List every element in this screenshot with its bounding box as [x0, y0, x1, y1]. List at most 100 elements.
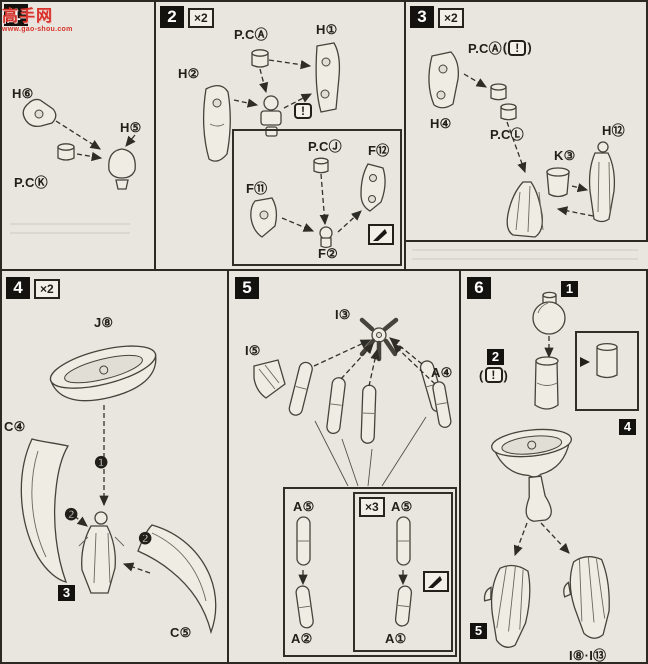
- part-c5-drawing: [137, 524, 217, 635]
- sequence-1-marker: ❶: [94, 455, 109, 472]
- step-4-panel: 4 ×2 J⑧ C④ ❶ ❷ ❷ 3 C⑤: [0, 269, 229, 664]
- sequence-2-marker: ❷: [64, 507, 79, 524]
- step-2-art: [202, 42, 386, 249]
- part-label-j8: J⑧: [94, 315, 114, 330]
- callout-lines: [314, 416, 427, 487]
- step-3-art: [428, 51, 616, 238]
- assembly-arrow: [67, 510, 88, 527]
- sub-step-5-square: 5: [470, 623, 487, 639]
- part-pcl-drawing: [490, 83, 517, 121]
- detail-box: [575, 331, 639, 411]
- part-label-k3: K③: [554, 148, 576, 163]
- paren-open: (: [502, 40, 508, 55]
- step-number: 6: [467, 277, 491, 299]
- part-label-f12: F⑫: [368, 143, 390, 158]
- sub-step-2-square: 2: [487, 349, 504, 365]
- part-label-h12: H⑫: [602, 123, 625, 138]
- part-skirt-drawing: [506, 181, 544, 238]
- quantity-box: ×2: [438, 8, 464, 28]
- part-a4-drawing: [432, 381, 452, 429]
- part-f2-drawing: [319, 226, 333, 249]
- caution-icon: !: [294, 102, 312, 120]
- caution-icon: !: [484, 367, 503, 383]
- assembly-arrow: [268, 59, 312, 70]
- part-label-h6: H⑥: [12, 86, 34, 101]
- part-h1-drawing: [315, 42, 341, 113]
- assembly-arrow: [319, 173, 329, 226]
- assembly-arrow: [55, 120, 101, 150]
- step-number: 5: [235, 277, 259, 299]
- paren-close: ): [527, 40, 532, 55]
- part-hand-right-drawing: [563, 556, 610, 639]
- part-finger-drawing: [288, 361, 313, 416]
- assembly-arrow: [313, 339, 372, 367]
- part-label-pcj: P.CⒿ: [308, 139, 342, 154]
- assembly-arrow: [281, 217, 315, 232]
- step-6-panel: 6 1 2 ( ! ) 4 5 I⑧·I⑬: [459, 269, 648, 664]
- assembly-arrow: [337, 210, 362, 233]
- part-j8-drawing: [49, 345, 157, 402]
- sub-assembly-box-x3: [353, 492, 453, 652]
- assembly-arrow: [283, 93, 313, 109]
- part-h6-drawing: [22, 98, 57, 127]
- part-f12-drawing: [360, 163, 386, 212]
- part-k3-drawing: [546, 167, 570, 198]
- assembly-arrow: [556, 206, 594, 217]
- part-c4-drawing: [20, 438, 70, 583]
- part-label-h5: H⑤: [120, 120, 142, 135]
- knife-icon: [373, 228, 387, 241]
- sub-step-4-square: 4: [619, 419, 636, 435]
- step-4-art: [20, 345, 217, 635]
- sub-step-3-square: 3: [58, 585, 75, 601]
- part-i3-drawing: [359, 317, 399, 362]
- caution-mark: !: [515, 40, 520, 55]
- assembly-arrow: [259, 68, 269, 94]
- sub-assembly-box: [232, 129, 402, 266]
- sub-step-1-square: 1: [561, 281, 578, 297]
- quantity-box: ×2: [34, 279, 60, 299]
- part-pck-drawing: [57, 143, 75, 161]
- assembly-arrow: [368, 348, 380, 387]
- part-label-pca: P.CⒶ: [468, 41, 502, 56]
- part-label-a4: A④: [431, 365, 453, 380]
- part-label-h1: H①: [316, 22, 338, 37]
- assembly-arrow: [571, 183, 589, 193]
- part-label-h2: H②: [178, 66, 200, 81]
- assembly-arrow: [513, 522, 528, 557]
- part-h12-drawing: [588, 141, 616, 223]
- cut-instruction-box: [368, 224, 394, 245]
- caution-icon: !: [508, 39, 527, 56]
- assembly-arrow: [125, 134, 136, 147]
- part-f11-drawing: [250, 197, 278, 238]
- watermark: 高手网 www.gao-shou.com: [2, 2, 73, 33]
- assembly-arrow: [389, 337, 423, 365]
- watermark-url: www.gao-shou.com: [2, 26, 73, 33]
- part-h5-drawing: [108, 148, 136, 190]
- knife-icon: [428, 575, 442, 588]
- step-5-panel: 5 I③ I⑤ A④ ×3 A⑤ A② A⑤ A①: [227, 269, 461, 664]
- sub-assembly-box: [283, 487, 457, 657]
- quantity-box: ×2: [188, 8, 214, 28]
- part-label-pca-caution: P.CⒶ ( ! ): [468, 38, 532, 57]
- part-label-f2: F②: [318, 246, 338, 261]
- step-5-art: [253, 317, 452, 629]
- part-dish-drawing: [491, 428, 572, 522]
- assembly-arrow: [392, 343, 436, 385]
- part-label-a2: A②: [291, 631, 313, 646]
- step-number: 3: [410, 6, 434, 28]
- step-2-panel: 2 ×2 P.CⒶ H① H② ! P.CⒿ F⑫ F⑪ F②: [154, 0, 406, 271]
- part-h4-drawing: [428, 51, 459, 109]
- part-label-pcl: P.CⓁ: [490, 127, 524, 142]
- part-h2-drawing: [202, 85, 231, 162]
- assembly-arrow: [540, 522, 570, 554]
- detail-box-part-drawing: [580, 342, 618, 379]
- step-number: 2: [160, 6, 184, 28]
- caution-mark: !: [301, 104, 305, 118]
- paren-open: (: [479, 367, 484, 383]
- part-label-h4: H④: [430, 116, 452, 131]
- step-3-panel: 3 ×2 P.CⒶ ( ! ) H④ P.CⓁ K③ H⑫: [404, 0, 648, 242]
- step-number: 4: [6, 277, 30, 299]
- part-label-c4: C④: [4, 419, 26, 434]
- caution-with-parens: ( ! ): [479, 367, 508, 383]
- part-label-c5: C⑤: [170, 625, 192, 640]
